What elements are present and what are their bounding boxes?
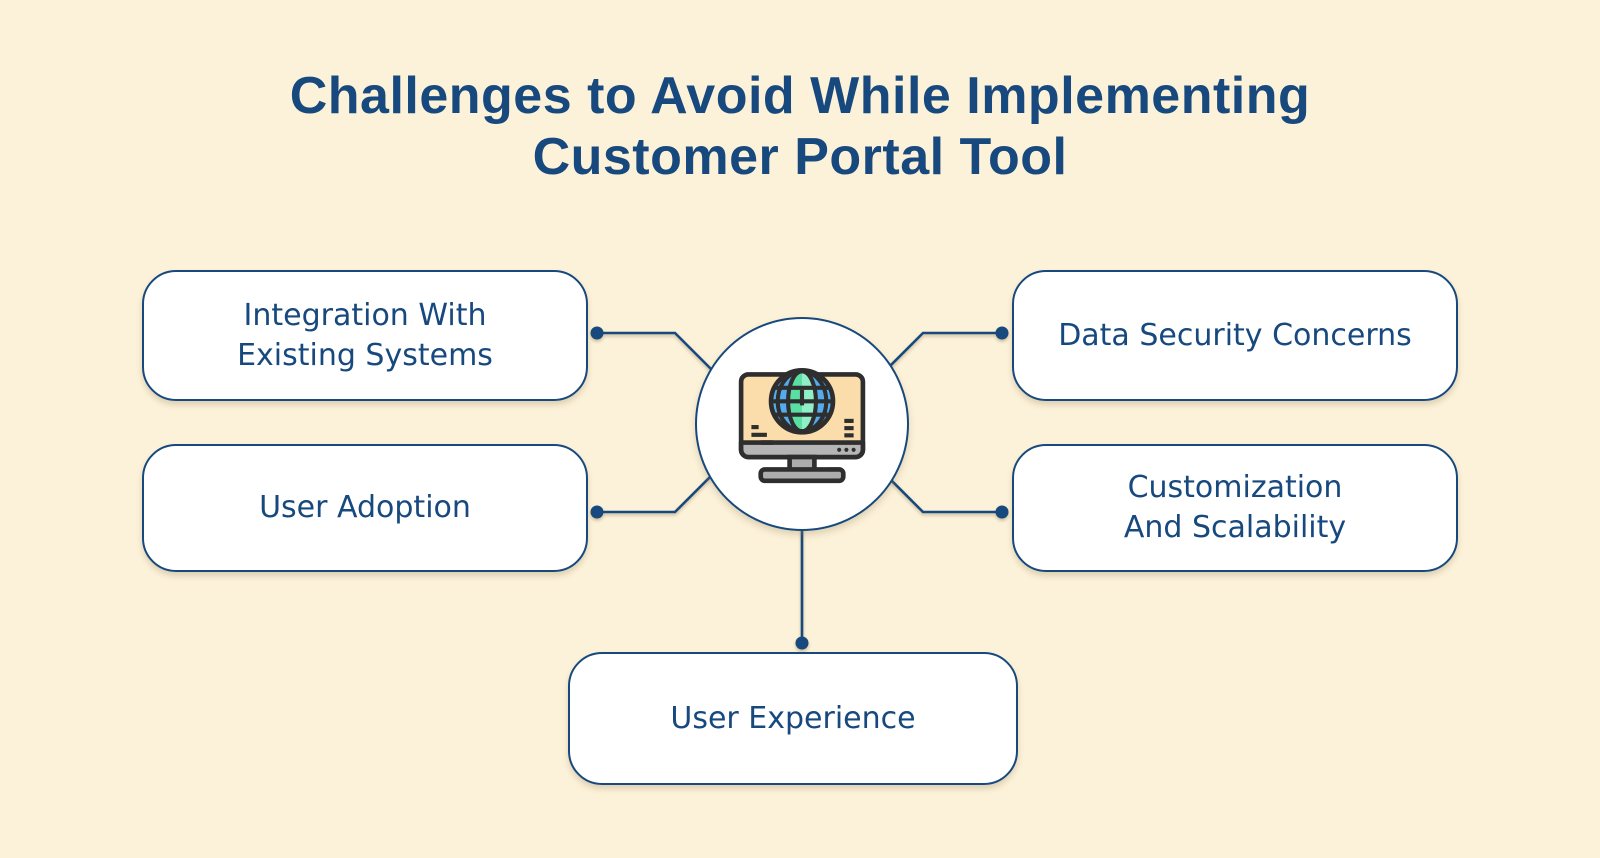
connector-top-right <box>879 331 1002 377</box>
monitor-base <box>758 467 846 484</box>
node-customization-and-scalability: Customization And Scalability <box>1012 444 1458 572</box>
center-circle <box>695 317 909 531</box>
node-label-line: User Experience <box>670 700 916 736</box>
node-integration-with-existing-systems: Integration With Existing Systems <box>142 270 588 401</box>
globe <box>768 368 836 435</box>
monitor-bottom-bar <box>738 440 866 460</box>
node-user-adoption: User Adoption <box>142 444 588 572</box>
screen-menu-lines-right <box>844 418 854 438</box>
connector-top-left <box>597 331 719 377</box>
connector-dot <box>590 505 604 519</box>
node-label-line: Data Security Concerns <box>1058 317 1412 353</box>
node-label-line: Existing Systems <box>237 337 493 373</box>
node-user-experience: User Experience <box>568 652 1018 785</box>
connector-dot <box>995 505 1009 519</box>
node-data-security-concerns: Data Security Concerns <box>1012 270 1458 401</box>
node-label-line: Integration With <box>243 297 487 333</box>
node-label-line: And Scalability <box>1123 510 1347 545</box>
connector-middle-right <box>879 468 1002 514</box>
title-line-1: Challenges to Avoid While Implementing <box>289 67 1311 125</box>
connector-dot <box>795 636 809 650</box>
node-label-line: User Adoption <box>259 490 471 525</box>
computer-globe-icon <box>738 368 866 484</box>
node-label-line: Customization <box>1127 470 1343 505</box>
connector-dot <box>590 326 604 340</box>
page-title: Challenges to Avoid While Implementing C… <box>0 66 1600 188</box>
connector-middle-left <box>597 468 719 514</box>
connector-dot <box>995 326 1009 340</box>
title-line-2: Customer Portal Tool <box>532 128 1068 186</box>
bar-dots <box>837 447 856 452</box>
screen-text-lines-left <box>751 425 767 437</box>
